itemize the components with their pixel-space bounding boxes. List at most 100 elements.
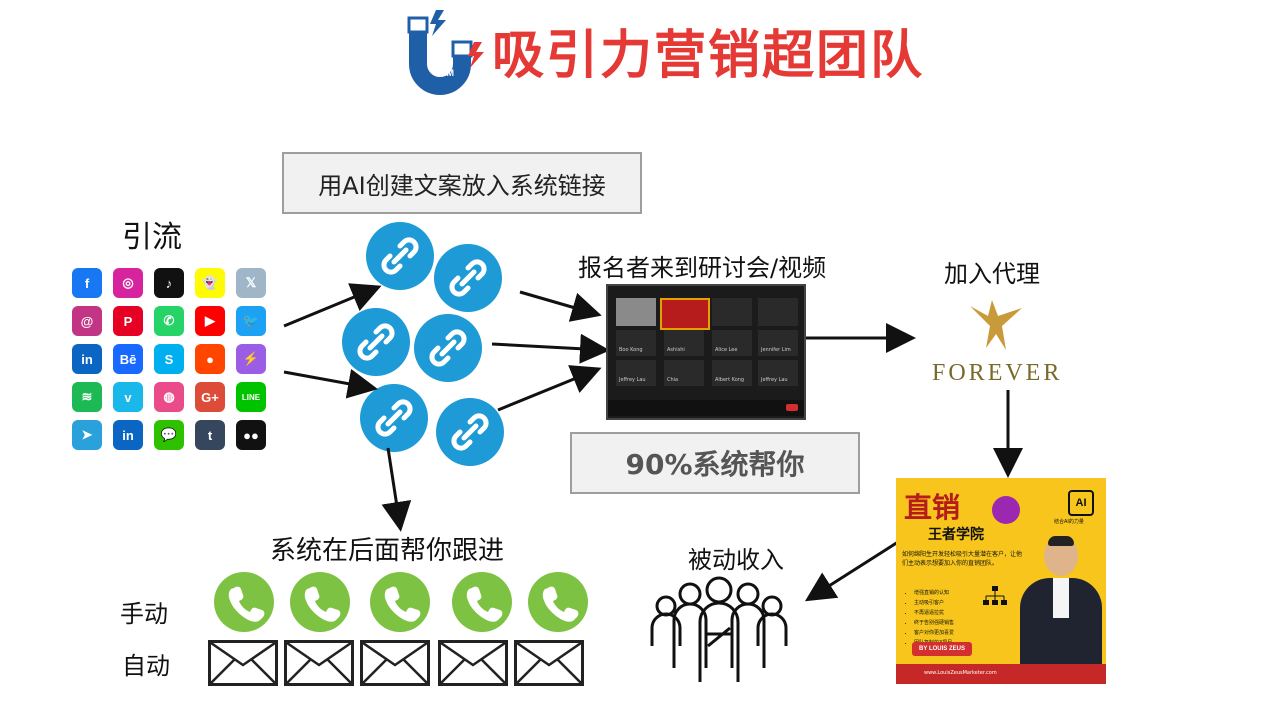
poster-bullet: 终于告别强硬销售 [914, 618, 954, 628]
link-icon [366, 222, 434, 290]
logo-text: AM [440, 68, 454, 78]
join-label: 加入代理 [944, 260, 1040, 288]
googleplus-icon: G+ [195, 382, 225, 412]
video-tile-active [660, 298, 710, 330]
participant-name: Chia [667, 377, 679, 383]
messenger-icon: ⚡ [236, 344, 266, 374]
video-tile [616, 298, 656, 326]
reddit-icon: ● [195, 344, 225, 374]
poster-title: 直销 [904, 491, 961, 524]
ai-copy-box: 用AI创建文案放入系统链接 [282, 152, 642, 214]
tiktok-icon: ♪ [154, 268, 184, 298]
poster-intro: 如何绵阳生开发轻松吸引大量潜在客户，让他们主动表示想要加入你的直销团队。 [902, 551, 1023, 567]
arrow-to-meeting-3 [497, 365, 602, 412]
video-tile: Boo Kong [616, 330, 656, 356]
presenter-hair [1048, 536, 1074, 546]
dribbble-icon: ◍ [154, 382, 184, 412]
video-tile: Chia [664, 360, 704, 386]
arrow-to-links-upper [283, 283, 382, 328]
twitter-icon: 🐦 [236, 306, 266, 336]
arrow-to-followup [381, 447, 412, 532]
arrow-to-links-lower [283, 368, 378, 399]
ai-badge: AI [1068, 490, 1094, 516]
participant-name: Jeffrey Lau [619, 377, 646, 383]
pinterest-icon: P [113, 306, 143, 336]
facebook-icon: f [72, 268, 102, 298]
video-tile: Jeffrey Lau [616, 360, 656, 386]
poster-bullet: 不再逼逼拉扰 [914, 608, 954, 618]
presenter-photo [1020, 532, 1102, 664]
link-icon [434, 244, 502, 312]
participant-name: Alice Lee [715, 347, 738, 353]
funnel-icon [992, 496, 1020, 524]
poster-bullet: 客户对你更加喜爱 [914, 628, 954, 638]
poster-bullet: 增强直销的认知 [914, 588, 954, 598]
people-group-icon [650, 576, 788, 682]
system-90-box: 90%系统帮你 [570, 432, 860, 494]
auto-label: 自动 [122, 652, 170, 680]
presenter-shirt [1053, 578, 1069, 618]
line-icon: LINE [236, 382, 266, 412]
poster-subtitle: 王者学院 [928, 527, 984, 543]
phone-icon [214, 572, 274, 632]
poster-bullets: 增强直销的认知 主动吸引客户 不再逼逼拉扰 终于告别强硬销售 客户对你更加喜爱 … [900, 588, 954, 648]
participant-name: Ashishi [667, 347, 685, 353]
participant-name: Albert Kong [715, 377, 745, 383]
video-tile: Jennifer Lim [758, 330, 798, 356]
linkedin-icon: in [72, 344, 102, 374]
telegram-icon: ➤ [72, 420, 102, 450]
snapchat-icon: 👻 [195, 268, 225, 298]
eagle-icon [970, 300, 1022, 350]
instagram-icon: ◎ [113, 268, 143, 298]
video-tile [712, 298, 752, 326]
video-tile: Alice Lee [712, 330, 752, 356]
video-tile: Ashishi [664, 330, 704, 356]
magnet-logo-icon: AM [407, 10, 484, 95]
poster-author: BY LOUIS ZEUS [912, 642, 972, 656]
webinar-screen: Boo Kong Ashishi Alice Lee Jennifer Lim … [606, 284, 806, 420]
video-tile: Jeffrey Lau [758, 360, 798, 386]
phone-icon [290, 572, 350, 632]
phone-icon [452, 572, 512, 632]
page-title: 吸引力营销超团队 [492, 26, 925, 86]
poster-footer: www.LouisZeusMarketer.com [896, 664, 1106, 684]
video-tile: Albert Kong [712, 360, 752, 386]
course-poster: 直销 王者学院 AI 结合AI的力量 如何绵阳生开发轻松吸引大量潜在客户，让他们… [896, 478, 1106, 684]
system-90-text: 90%系统帮你 [625, 448, 805, 481]
wechat-icon: 💬 [154, 420, 184, 450]
arrow-to-meeting-2 [491, 333, 610, 364]
linkedin2-icon: in [113, 420, 143, 450]
phone-icon [528, 572, 588, 632]
end-call-icon [786, 404, 798, 411]
envelope-icon [208, 640, 278, 686]
follow-up-label: 系统在后面帮你跟进 [270, 536, 505, 566]
spotify-icon: ≋ [72, 382, 102, 412]
phone-icon [370, 572, 430, 632]
threads-icon: @ [72, 306, 102, 336]
meeting-toolbar [608, 400, 804, 416]
whatsapp-icon: ✆ [154, 306, 184, 336]
brand-forever: FOREVER [932, 360, 1063, 386]
ai-caption: 结合AI的力量 [1054, 519, 1084, 525]
behance-icon: Bē [113, 344, 143, 374]
arrow-to-meeting-1 [519, 290, 602, 322]
link-icon [414, 314, 482, 382]
participant-name: Boo Kong [619, 347, 643, 353]
vimeo-icon: v [113, 382, 143, 412]
x-icon: 𝕏 [236, 268, 266, 298]
poster-bullet: 主动吸引客户 [914, 598, 954, 608]
ai-copy-text: 用AI创建文案放入系统链接 [318, 171, 606, 200]
tumblr-icon: t [195, 420, 225, 450]
org-chart-icon [983, 586, 1007, 605]
participant-name: Jeffrey Lau [761, 377, 788, 383]
envelope-icon [360, 640, 430, 686]
register-label: 报名者来到研讨会/视频 [578, 254, 827, 282]
skype-icon: S [154, 344, 184, 374]
youtube-icon: ▶ [195, 306, 225, 336]
traffic-label: 引流 [122, 220, 182, 255]
envelope-icon [438, 640, 508, 686]
video-tile [758, 298, 798, 326]
envelope-icon [514, 640, 584, 686]
manual-label: 手动 [120, 600, 168, 628]
